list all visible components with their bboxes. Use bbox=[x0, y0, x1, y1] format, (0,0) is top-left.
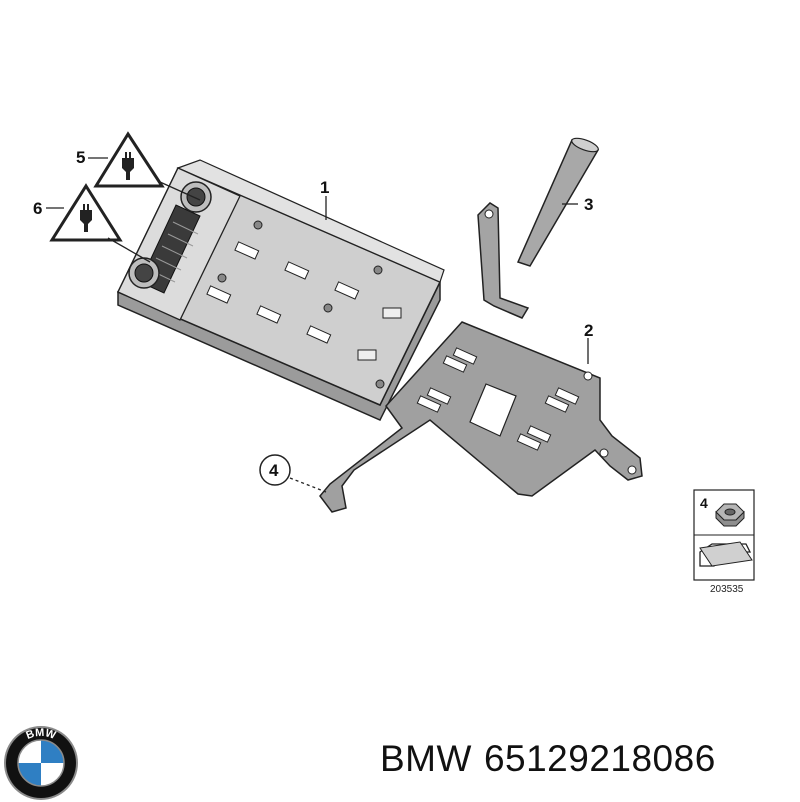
part-number-caption: BMW 65129218086 bbox=[380, 738, 728, 780]
part-number: 65129218086 bbox=[483, 738, 716, 779]
arrow-icon bbox=[699, 541, 753, 567]
control-module-part1 bbox=[116, 159, 445, 421]
callout-4-circled: 4 bbox=[259, 454, 291, 486]
brand-name: BMW bbox=[380, 738, 472, 779]
callout-4: 4 bbox=[269, 461, 279, 480]
callout-3: 3 bbox=[584, 195, 593, 214]
legend-box: 4 203535 bbox=[693, 489, 755, 595]
warning-triangle-6 bbox=[49, 183, 123, 242]
nut-icon bbox=[715, 503, 745, 527]
callout-1: 1 bbox=[320, 178, 329, 197]
callout-2: 2 bbox=[584, 321, 593, 340]
logo-lettering: BMW bbox=[24, 727, 57, 742]
warning-triangle-5 bbox=[93, 131, 165, 188]
callout-6: 6 bbox=[33, 199, 42, 218]
bmw-logo: BMW bbox=[4, 726, 78, 800]
mounting-bracket-part2 bbox=[319, 202, 643, 513]
callout-5: 5 bbox=[76, 148, 85, 167]
legend-reference-number: 203535 bbox=[710, 584, 744, 595]
leader-lines bbox=[46, 157, 589, 493]
pin-part3 bbox=[516, 137, 600, 267]
legend-part-number: 4 bbox=[700, 495, 708, 511]
